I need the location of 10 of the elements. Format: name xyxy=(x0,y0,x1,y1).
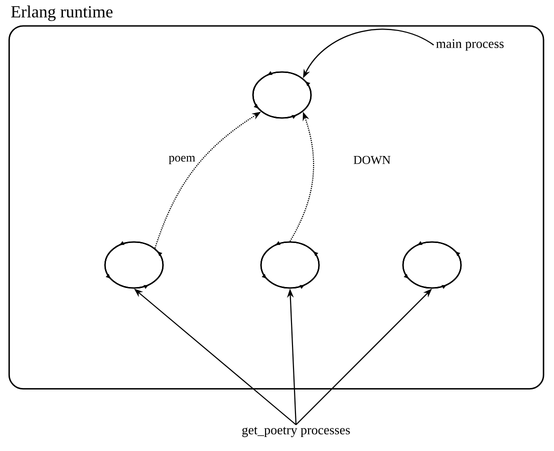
process-cycle-icon xyxy=(260,241,320,289)
process-cycle-icon xyxy=(252,71,312,119)
edge-label: poem xyxy=(168,154,196,166)
process-cycle-icon xyxy=(402,241,462,289)
runtime-frame xyxy=(8,25,544,390)
process-label: get_poetry processes xyxy=(242,426,350,438)
edge-label: DOWN xyxy=(352,154,392,166)
frame-title: Erlang runtime xyxy=(11,6,113,22)
process-cycle-icon xyxy=(104,241,164,289)
process-label: main process xyxy=(436,39,504,51)
